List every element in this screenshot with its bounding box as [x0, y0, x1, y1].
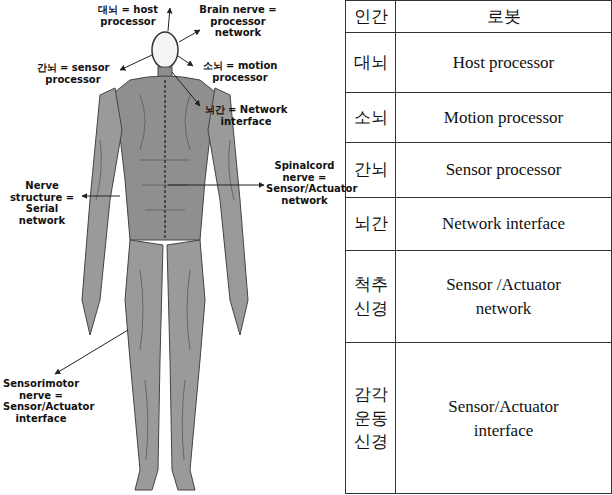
cell-text: Sensor/Actuator interface: [439, 395, 569, 443]
cell-text: Sensor /Actuator network: [439, 273, 569, 321]
cell-text: 소뇌: [353, 106, 389, 130]
cell-text: 뇌간: [353, 212, 389, 236]
leader-arrow: [82, 196, 120, 197]
table-cell: Sensor/Actuator interface: [396, 343, 611, 494]
leader-arrow: [179, 30, 200, 42]
cell-text: 감각 운동 신경: [353, 383, 389, 454]
annotation-label: 소뇌 = motion processor: [194, 60, 286, 83]
annotation-label: 간뇌 = sensor processor: [28, 62, 118, 85]
annotation-label: 대뇌 = host processor: [92, 4, 164, 27]
leader-arrow: [168, 185, 264, 186]
table-cell: Network interface: [396, 198, 611, 250]
table-cell: 소뇌: [346, 93, 395, 142]
leader-arrow: [172, 72, 200, 106]
table-cell: Sensor /Actuator network: [396, 251, 611, 342]
annotation-label: Sensorimotor nerve = Sensor/Actuator int…: [3, 378, 79, 424]
annotation-label: Spinalcord nerve = Sensor/Actuator netwo…: [266, 160, 343, 206]
table-cell: Motion processor: [396, 93, 611, 142]
table-cell: Sensor processor: [396, 143, 611, 197]
leader-arrow: [168, 8, 170, 31]
table-grid: [345, 0, 612, 494]
table-cell: 간뇌: [346, 143, 395, 197]
table-cell: 인간: [346, 1, 395, 32]
table-cell: 뇌간: [346, 198, 395, 250]
annotation-label: 뇌간 = Network interface: [202, 104, 290, 127]
leader-arrow: [178, 56, 193, 66]
table-cell: 척추 신경: [346, 251, 395, 342]
cell-text: 간뇌: [353, 158, 389, 182]
table-cell: 로봇: [396, 1, 611, 32]
table-cell: 대뇌: [346, 33, 395, 92]
annotation-label: Brain nerve = processor network: [192, 4, 284, 39]
cell-text: Sensor processor: [439, 158, 569, 182]
cell-text: 로봇: [439, 5, 569, 29]
body-figure: [82, 32, 248, 490]
table-cell: 감각 운동 신경: [346, 343, 395, 494]
cell-text: Host processor: [439, 51, 569, 75]
leader-arrow: [55, 330, 128, 374]
cell-text: 척추 신경: [353, 273, 389, 321]
annotation-label: Nerve structure = Serial network: [3, 180, 81, 226]
cell-text: 인간: [353, 5, 389, 29]
cell-text: Motion processor: [439, 106, 569, 130]
cell-text: 대뇌: [353, 51, 389, 75]
table-cell: Host processor: [396, 33, 611, 92]
leader-arrow: [120, 55, 152, 70]
cell-text: Network interface: [439, 212, 569, 236]
